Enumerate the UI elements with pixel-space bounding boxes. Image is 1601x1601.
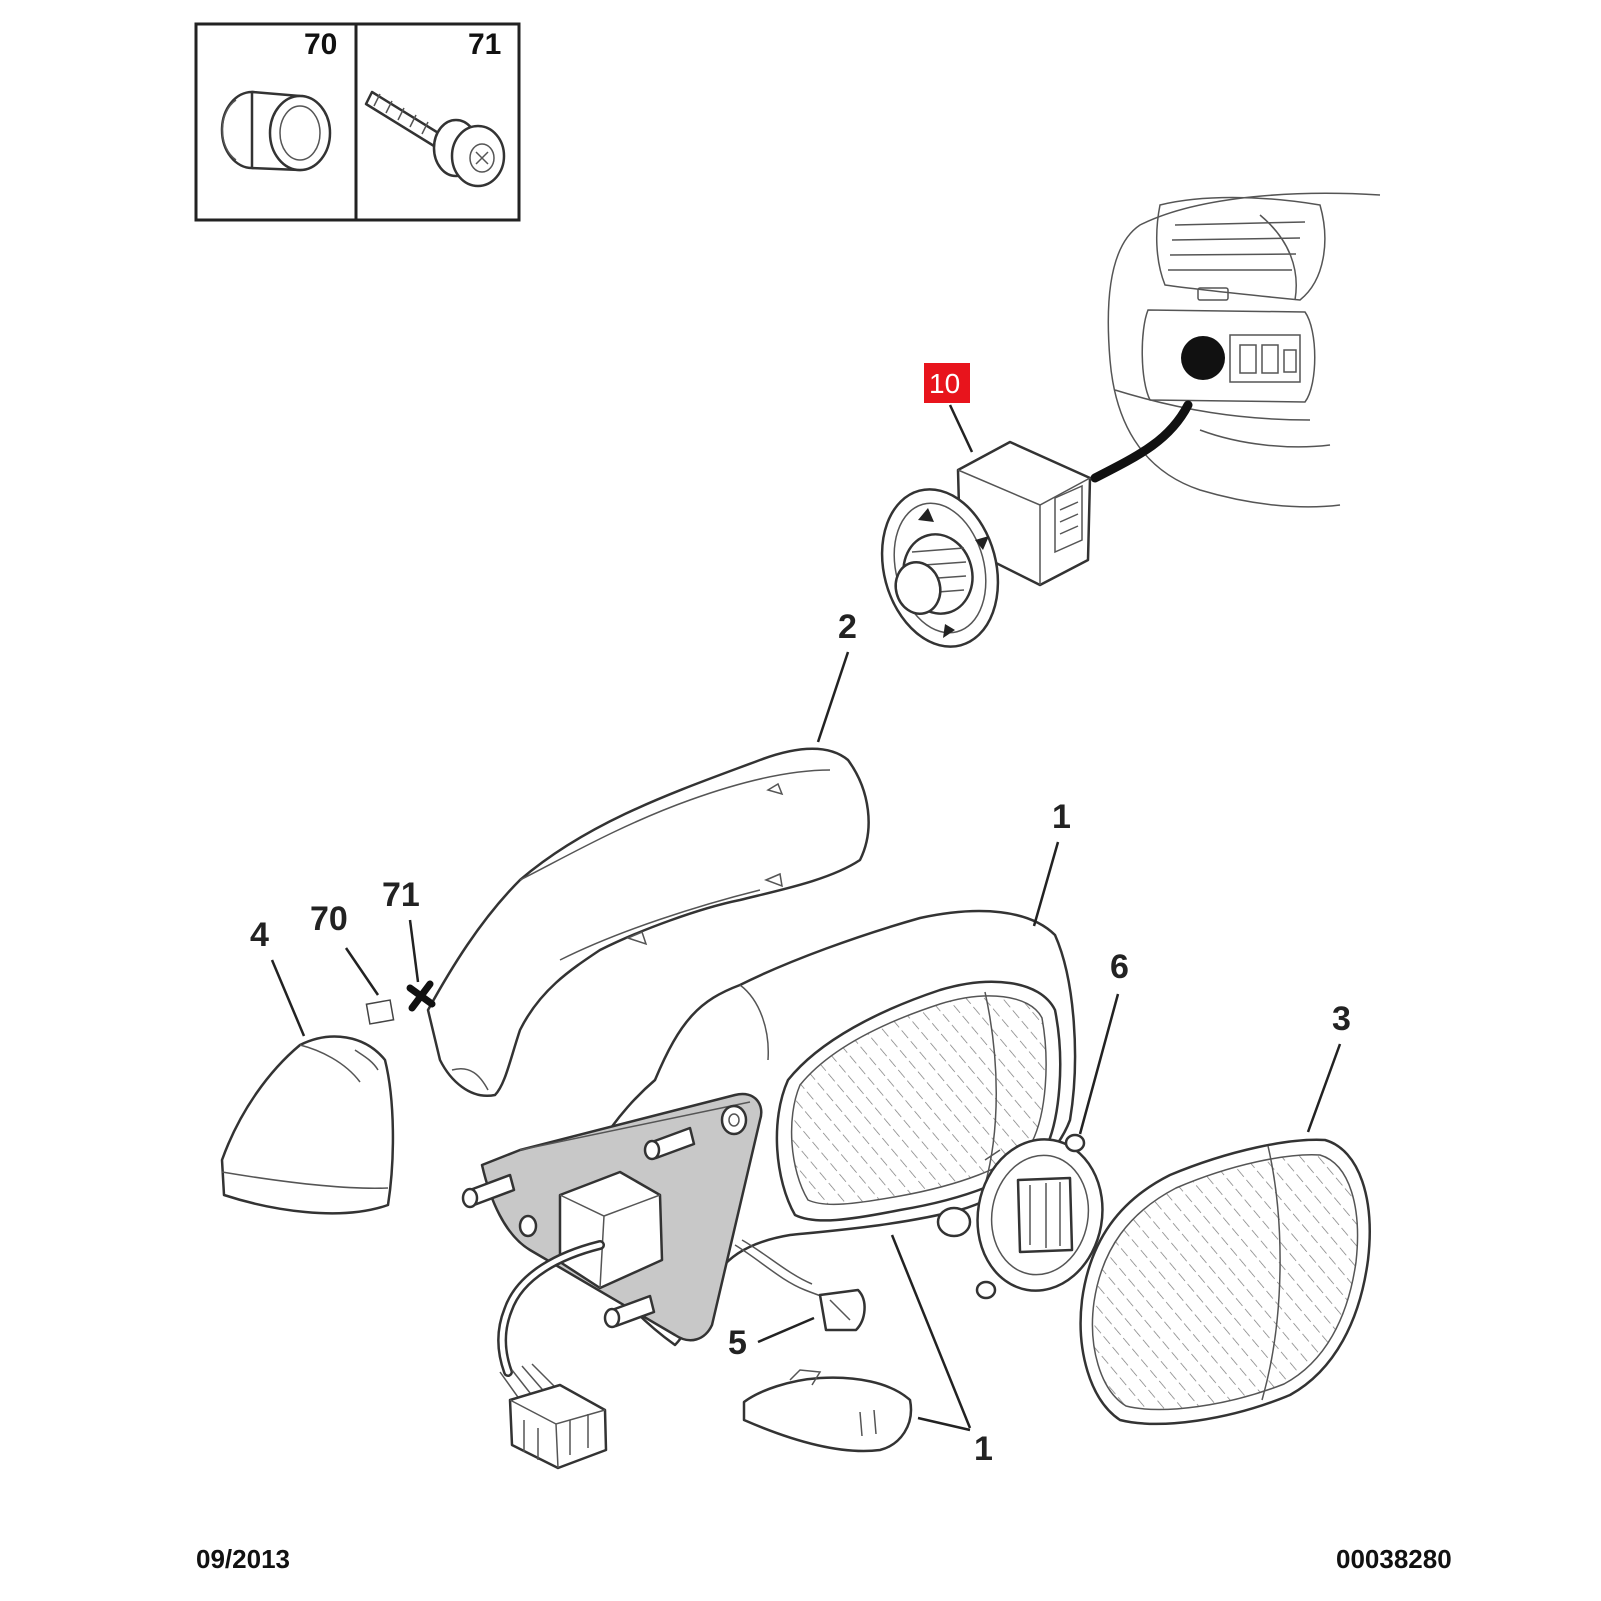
leader-3 — [1306, 1043, 1342, 1133]
leader-1-top — [1032, 841, 1060, 927]
dashboard-illustration — [1090, 192, 1381, 508]
mirror-cover-part — [426, 747, 870, 1098]
wiring-connector-part — [497, 1240, 608, 1470]
mirror-base-plate-part — [461, 1092, 763, 1342]
leader-5 — [757, 1316, 815, 1344]
screw-icon — [364, 90, 506, 188]
callout-5: 5 — [728, 1324, 747, 1362]
callout-10: 10 — [929, 368, 960, 399]
diagram-reference-number: 00038280 — [1336, 1544, 1452, 1574]
leader-6 — [1078, 993, 1120, 1135]
callout-3: 3 — [1332, 1000, 1351, 1038]
indicator-lens-part — [220, 1035, 395, 1215]
leader-10 — [948, 404, 974, 453]
callout-2: 2 — [838, 608, 857, 646]
callout-71: 71 — [382, 876, 420, 914]
inset-label-71: 71 — [468, 28, 501, 61]
mirror-glass-part — [1079, 1138, 1371, 1426]
leader-1-bottom-a — [890, 1234, 972, 1429]
leader-1-bottom-b — [917, 1416, 971, 1432]
clip-grommet-icon — [220, 90, 332, 172]
diagram-date: 09/2013 — [196, 1544, 290, 1574]
leader-71 — [408, 919, 420, 983]
callout-6: 6 — [1110, 948, 1129, 986]
mirror-switch-part — [880, 440, 1092, 648]
clip-small-icon — [365, 999, 395, 1025]
harness-part — [734, 1239, 866, 1332]
leader-2 — [816, 651, 850, 743]
mounting-stud-icon — [461, 1126, 696, 1329]
switch-location-marker — [1181, 336, 1225, 380]
mirror-bottom-cap-part — [742, 1369, 913, 1453]
callout-4: 4 — [250, 916, 269, 954]
screw-small-icon — [406, 980, 436, 1012]
mirror-motor-part — [936, 1133, 1104, 1300]
callout-1-bottom: 1 — [974, 1430, 993, 1468]
callout-1-top: 1 — [1052, 798, 1071, 836]
switch-pointer-line — [1090, 400, 1193, 483]
fastener-inset: 70 71 — [194, 22, 521, 222]
highlight-badge — [924, 363, 970, 403]
leader-4 — [270, 959, 306, 1037]
leader-70 — [344, 947, 380, 996]
inset-label-70: 70 — [304, 28, 337, 61]
callout-70: 70 — [310, 900, 348, 938]
